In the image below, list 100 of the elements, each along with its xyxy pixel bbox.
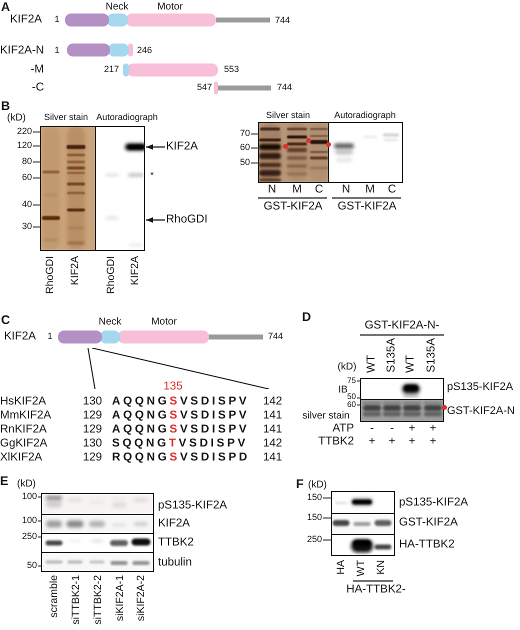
lane-label: WT <box>404 355 418 373</box>
condition-label: ATP <box>332 422 354 436</box>
tick-label: 75 <box>347 377 356 385</box>
species-name: XlKIF2A <box>0 452 42 464</box>
species-name: GgKIF2A <box>0 438 48 450</box>
domain-label: Neck <box>106 2 128 12</box>
residue-number: 141 <box>263 452 282 464</box>
tick-label: 50 <box>240 158 250 168</box>
lane-label: C <box>314 184 324 196</box>
residue-number: 1 <box>54 15 60 25</box>
panel-letter: E <box>0 475 8 489</box>
lane-label: HA <box>336 560 348 575</box>
residue-number: 129 <box>82 424 102 436</box>
residue-number: 1 <box>54 46 60 56</box>
residue-number: 1 <box>48 332 52 342</box>
residue-number: 744 <box>268 332 284 342</box>
lane-label: KIF2A <box>130 256 142 286</box>
residue-number: 141 <box>263 410 282 422</box>
band-label: GST-KIF2A <box>399 516 458 530</box>
lane-label: C <box>388 184 396 196</box>
tick-label: 60 <box>22 173 32 183</box>
tick-label: 40 <box>22 200 32 210</box>
protein-name: KIF2A-N <box>0 44 44 58</box>
domain-label: Neck <box>98 316 122 328</box>
band-label: pS135-KIF2A <box>447 380 514 394</box>
condition-sign: + <box>408 422 416 436</box>
lane-label: WT <box>366 355 378 373</box>
column-heading: Autoradiograph <box>96 113 158 123</box>
condition-sign: + <box>430 436 436 448</box>
band-label: RhoGDI <box>166 214 208 226</box>
lane-label: siTTBK2-2 <box>93 575 105 625</box>
tick-label: 80 <box>22 157 32 167</box>
condition-label: TTBK2 <box>318 436 354 448</box>
residue-number: 142 <box>263 396 282 408</box>
lane-label: scramble <box>49 575 61 618</box>
band-label: pS135-KIF2A <box>158 500 228 512</box>
panel-letter: A <box>1 1 10 15</box>
unit-label: (kD) <box>17 478 36 490</box>
residue-number: 744 <box>275 16 290 26</box>
tick-label: 50 <box>347 393 356 401</box>
residue-number: 141 <box>263 424 282 436</box>
condition-sign: + <box>368 436 376 448</box>
band-label: KIF2A <box>158 518 190 530</box>
residue-number: 129 <box>82 452 102 464</box>
lane-label: KN <box>376 560 388 575</box>
panel-letter: D <box>302 311 312 325</box>
lane-label: siKIF2A-1 <box>115 575 127 622</box>
tick-label: 250 <box>306 535 322 545</box>
group-label: HA-TTBK2- <box>346 584 406 596</box>
leader-arrow <box>145 143 166 151</box>
group-label: GST-KIF2A <box>338 200 396 214</box>
tick-label: 100 <box>22 516 37 526</box>
column-heading: Silver stain <box>44 113 88 123</box>
lane-label: siTTBK2-1 <box>71 575 83 625</box>
lane-label: siKIF2A-2 <box>136 575 148 622</box>
band-label: TTBK2 <box>158 536 194 550</box>
condition-sign: - <box>370 422 374 436</box>
residue-number: 217 <box>104 65 119 75</box>
panel-letter: F <box>296 478 304 492</box>
tick-label: 30 <box>22 222 32 232</box>
unit-label: (kD) <box>308 480 327 490</box>
lane-label: N <box>268 184 276 196</box>
band-label: GST-KIF2A-N <box>447 404 515 418</box>
condition-sign: - <box>390 422 394 436</box>
lane-label: M <box>292 184 302 196</box>
tick-label: 120 <box>16 141 32 151</box>
lane-label: KIF2A <box>70 256 82 286</box>
autoradiograph <box>95 126 145 251</box>
column-heading: Autoradiograph <box>334 111 396 121</box>
lane-label: S135A <box>426 338 438 373</box>
protein-name: KIF2A <box>10 14 42 26</box>
protein-name: KIF2A <box>4 330 36 344</box>
species-name: MmKIF2A <box>0 410 52 422</box>
lane-label: RhoGDI <box>45 256 57 294</box>
tick-label: 70 <box>240 129 250 139</box>
row-label: silver stain <box>302 410 350 422</box>
tick-label: 50 <box>26 561 37 571</box>
residue-number: 553 <box>224 65 240 75</box>
domain-label: Motor <box>151 316 177 328</box>
protein-name: -M <box>30 64 44 76</box>
unit-label: (kD) <box>338 362 356 372</box>
tick-label: 250 <box>22 532 37 542</box>
tick-label: 100 <box>22 492 37 502</box>
condition-sign: + <box>388 436 396 448</box>
band-label: KIF2A <box>166 140 198 154</box>
leader-arrow <box>145 216 166 224</box>
stained-gel <box>40 126 96 251</box>
lane-label: RhoGDI <box>106 256 118 294</box>
band-label: HA-TTBK2 <box>399 538 455 552</box>
residue-number: 142 <box>263 438 282 450</box>
tick-label: 220 <box>16 127 32 137</box>
lane-label: WT <box>356 560 368 576</box>
species-name: HsKIF2A <box>0 396 46 408</box>
band-label: tubulin <box>158 556 192 570</box>
lane-label: N <box>342 184 350 196</box>
tick-label: 60 <box>240 143 250 153</box>
residue-number: 246 <box>137 46 152 56</box>
condition-sign: + <box>430 422 436 436</box>
panel-letter: C <box>1 314 10 328</box>
lane-label: M <box>365 184 375 196</box>
